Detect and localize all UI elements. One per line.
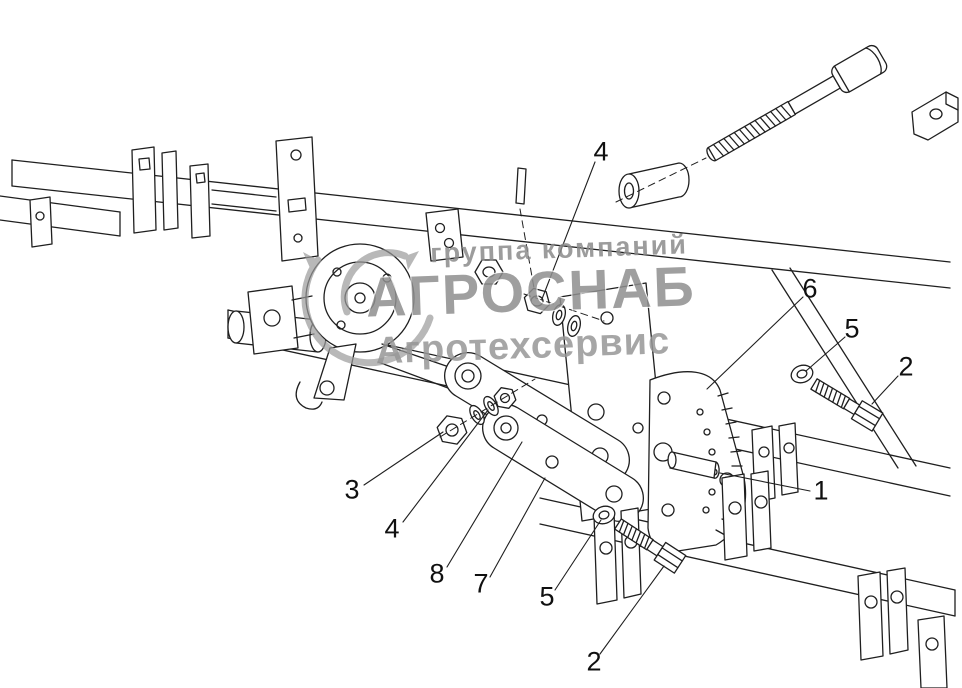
washer-5-bottom [592,505,616,525]
callout-label-7: 7 [473,568,489,599]
callout-label-5: 5 [539,581,555,612]
watermark-logo-icon [301,249,434,367]
main-bolt [706,44,888,162]
left-brackets [29,136,464,262]
small-pin [515,167,527,205]
right-brackets [721,422,799,561]
callout-label-5: 5 [844,313,860,344]
top-right-bracket [911,91,959,141]
bolt-2-bottom [614,518,687,574]
callout-label-2: 2 [586,646,602,677]
callout-label-1: 1 [813,475,829,506]
callout-label-2: 2 [898,351,914,382]
callout-label-4: 4 [384,513,400,544]
bolt-2-top [810,378,884,432]
leader-lines [363,161,899,655]
callout-label-6: 6 [802,273,818,304]
nut-upper-left [474,259,504,285]
callout-label-3: 3 [344,474,360,505]
callout-label-4: 4 [593,136,609,167]
spacer-cylinder [618,162,690,209]
centerlines [439,157,707,438]
callout-label-8: 8 [429,558,445,589]
